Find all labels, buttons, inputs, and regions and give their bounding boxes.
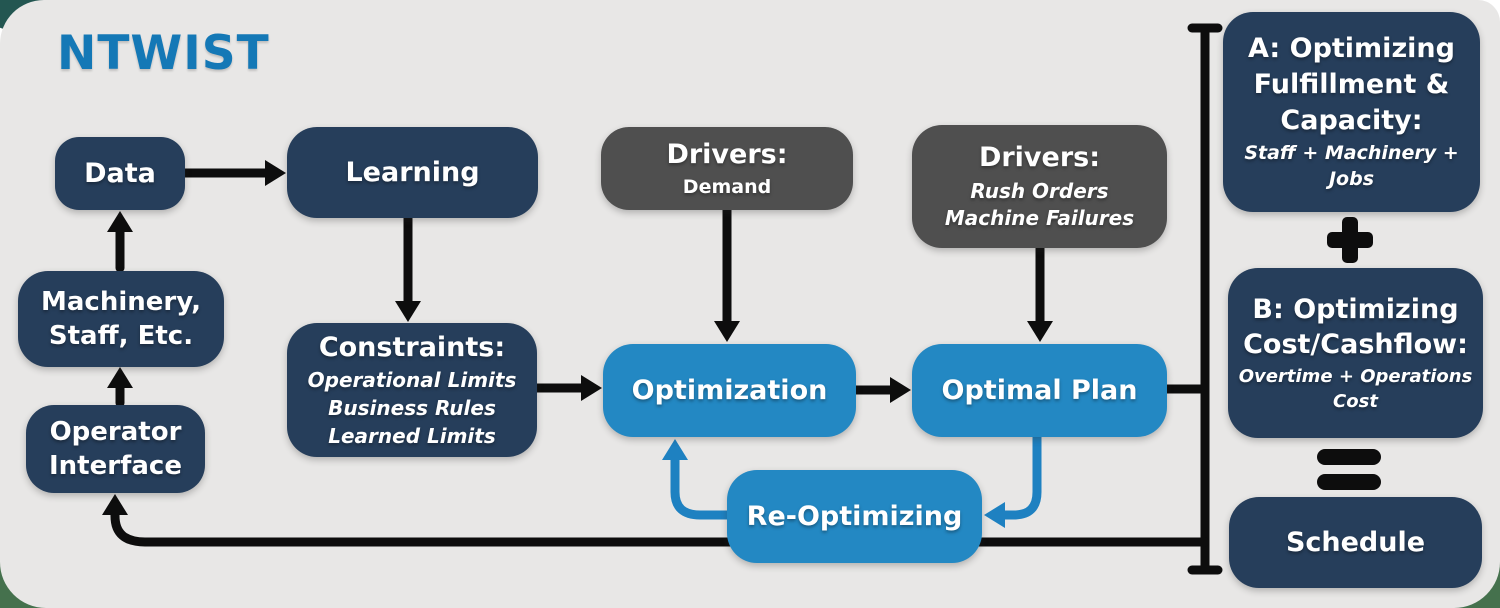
node-machinery-staff: Machinery, Staff, Etc. <box>18 271 224 367</box>
equals-icon <box>1317 449 1381 490</box>
arrowhead-into-optimal-plan <box>890 377 911 403</box>
arrowhead-demand-into-optimization <box>714 321 740 342</box>
node-operator-interface: Operator Interface <box>26 405 205 493</box>
node-optimal-plan: Optimal Plan <box>912 344 1167 437</box>
node-operator-interface-label: Operator Interface <box>49 416 182 481</box>
arrowhead-feedback-into-operator <box>102 494 128 515</box>
blue-arrowhead-into-optimization <box>662 439 688 460</box>
node-objective-a: A: Optimizing Fulfillment & Capacity: St… <box>1223 12 1480 212</box>
node-optimization: Optimization <box>603 344 856 437</box>
node-learning-label: Learning <box>345 156 480 188</box>
equals-icon-bar-bottom <box>1317 474 1381 490</box>
arrowhead-into-constraints <box>395 301 421 322</box>
node-drivers-rush-orders: Drivers: Rush Orders Machine Failures <box>912 125 1167 248</box>
node-learning: Learning <box>287 127 538 218</box>
node-objective-a-sublabel: Staff + Machinery + Jobs <box>1244 142 1459 191</box>
node-data: Data <box>55 137 185 210</box>
arrowhead-into-machinery <box>107 367 133 388</box>
node-schedule-label: Schedule <box>1285 526 1426 558</box>
node-drivers-demand-label: Drivers: <box>666 138 788 170</box>
equals-icon-bar-top <box>1317 449 1381 465</box>
node-optimal-plan-label: Optimal Plan <box>941 374 1138 406</box>
node-objective-a-label: A: Optimizing Fulfillment & Capacity: <box>1248 33 1455 136</box>
arrowhead-rush-into-optimal-plan <box>1027 321 1053 342</box>
node-re-optimizing-label: Re-Optimizing <box>746 500 963 532</box>
node-re-optimizing: Re-Optimizing <box>727 470 982 563</box>
node-optimization-label: Optimization <box>631 374 828 406</box>
blue-arrowhead-into-reoptimizing <box>984 502 1005 528</box>
node-constraints-sublabel: Operational Limits Business Rules Learne… <box>307 368 517 448</box>
node-objective-b: B: Optimizing Cost/Cashflow: Overtime + … <box>1228 268 1483 438</box>
brand-logo-text: NTWIST <box>57 26 270 81</box>
node-drivers-demand-sublabel: Demand <box>682 176 772 199</box>
arrowhead-into-optimization <box>581 375 602 401</box>
blue-loop-optimal-plan-to-reoptimizing <box>999 432 1042 520</box>
node-schedule: Schedule <box>1229 497 1482 588</box>
node-machinery-staff-label: Machinery, Staff, Etc. <box>40 286 202 351</box>
blue-loop-reoptimizing-to-optimization <box>670 453 732 520</box>
node-constraints: Constraints: Operational Limits Business… <box>287 323 537 457</box>
node-objective-b-label: B: Optimizing Cost/Cashflow: <box>1243 293 1468 361</box>
plus-icon <box>1327 217 1373 263</box>
plus-icon-bar-vertical <box>1342 217 1358 263</box>
arrowhead-into-data <box>107 211 133 232</box>
node-objective-b-sublabel: Overtime + Operations Cost <box>1238 365 1473 412</box>
node-drivers-rush-sublabel: Rush Orders Machine Failures <box>944 178 1135 231</box>
feedback-line-to-operator <box>110 505 1210 547</box>
arrowhead-into-learning <box>265 160 286 186</box>
node-data-label: Data <box>84 157 156 189</box>
node-drivers-rush-label: Drivers: <box>978 142 1101 174</box>
node-constraints-label: Constraints: <box>318 331 506 363</box>
node-drivers-demand: Drivers: Demand <box>601 127 853 210</box>
